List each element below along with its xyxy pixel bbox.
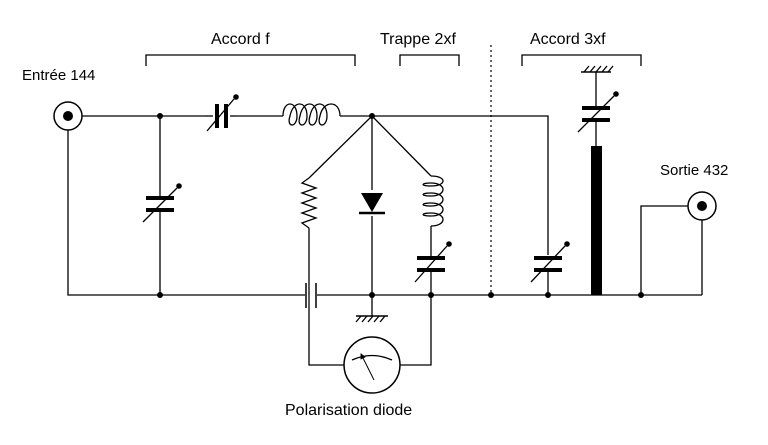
resistor-branch-wire — [308, 115, 373, 295]
varactor-diode-icon — [359, 193, 385, 215]
trap-branch-wire — [371, 115, 432, 295]
tune-3xf-label: Accord 3xf — [530, 31, 606, 48]
output-label: Sortie 432 — [660, 162, 728, 179]
resonator-line-bar — [591, 146, 602, 295]
bottom-wire-left — [67, 130, 305, 296]
junction-dot — [545, 292, 551, 298]
output-coupling-wire — [640, 205, 688, 295]
bias-meter-wire — [308, 295, 432, 366]
junction-dot — [638, 292, 644, 298]
bias-meter-icon — [343, 336, 401, 394]
output-tuning-variable-capacitor-icon — [530, 241, 570, 283]
trap-2xf-label: Trappe 2xf — [380, 31, 456, 48]
bias-resistor-icon — [300, 177, 318, 229]
bias-label: Polarisation diode — [285, 402, 412, 419]
trap-variable-capacitor-icon — [414, 241, 452, 283]
series-variable-capacitor-icon — [205, 94, 239, 132]
resonator-variable-capacitor-icon — [577, 91, 619, 133]
diode-ground-icon — [355, 295, 388, 323]
bracket-tune-f — [145, 54, 356, 66]
bracket-trap-2xf — [399, 54, 460, 66]
junction-dot — [428, 292, 434, 298]
tune-f-label: Accord f — [211, 31, 270, 48]
dc-block-capacitor-icon — [305, 283, 317, 308]
input-connector-icon — [53, 101, 83, 131]
top-wire-right — [340, 115, 549, 255]
trap-inductor-icon — [422, 175, 444, 227]
junction-dot — [369, 113, 375, 119]
junction-dot — [369, 292, 375, 298]
bracket-tune-3xf — [521, 54, 642, 66]
junction-dot — [488, 292, 494, 298]
output-connector-icon — [687, 191, 717, 221]
series-inductor-icon — [282, 103, 341, 126]
input-shunt-variable-capacitor-icon — [142, 183, 182, 223]
junction-dot — [157, 292, 163, 298]
junction-dot — [157, 113, 163, 119]
input-label: Entrée 144 — [22, 67, 95, 84]
resonator-top-ground-icon — [581, 65, 614, 73]
